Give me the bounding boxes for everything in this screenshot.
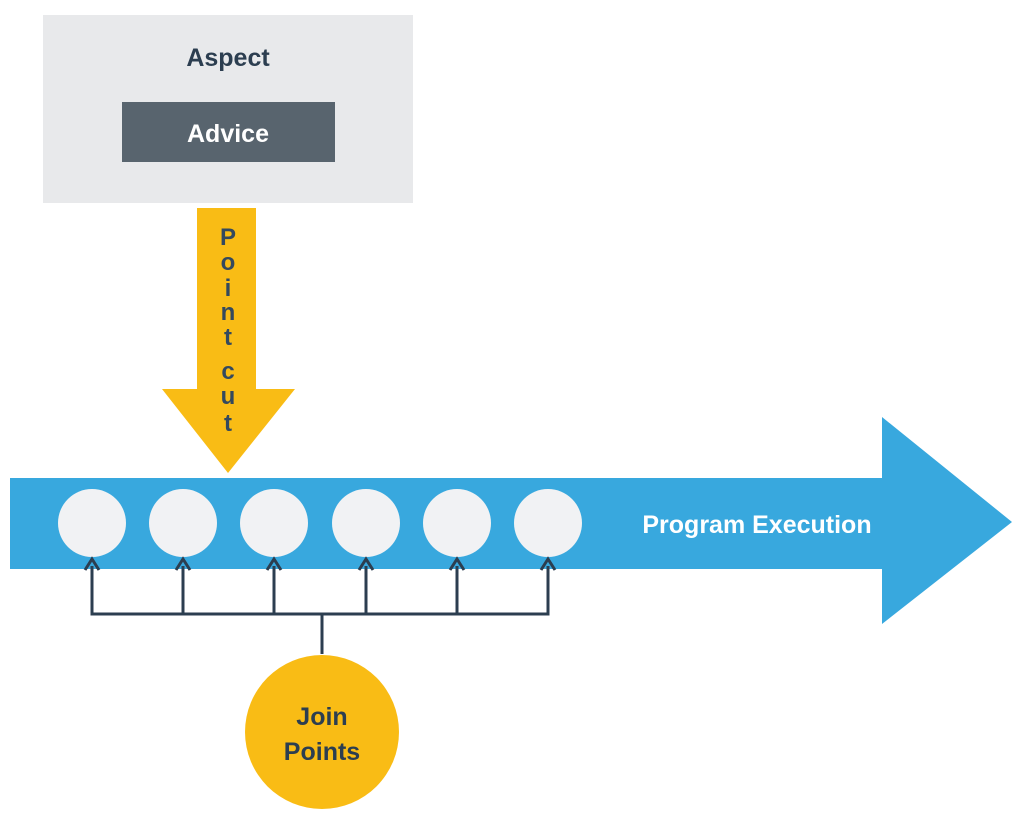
connector-arrowhead-icon [83,556,101,571]
join-points-node: Join Points [245,655,399,809]
pointcut-letter: t [224,410,232,437]
join-points-label-line1: Join [296,703,347,731]
aspect-title: Aspect [186,44,270,72]
join-point-connectors [83,556,557,654]
pointcut-letter: o [221,249,236,276]
connector-arrowhead-icon [357,556,375,571]
pointcut-letter: P [220,224,236,251]
advice-label: Advice [187,120,269,148]
pointcut-arrow-shape [162,208,295,473]
advice-box: Advice [122,102,335,162]
connector-arrowhead-icon [174,556,192,571]
connector-arrowhead-icon [265,556,283,571]
join-point-circles [58,489,582,557]
pointcut-letter: t [224,324,232,351]
execution-label: Program Execution [642,511,871,539]
join-point-circle [149,489,217,557]
pointcut-letter: u [221,383,236,410]
join-point-circle [240,489,308,557]
connector-arrowhead-icon [448,556,466,571]
join-point-circle [514,489,582,557]
join-point-circle [423,489,491,557]
aspect-box: Aspect Advice [43,15,413,203]
advice-box-bg [122,102,335,162]
pointcut-letter: n [221,299,236,326]
program-execution-arrow: Program Execution [10,417,1012,624]
pointcut-letter: c [221,358,234,385]
join-point-circle [58,489,126,557]
join-points-circle [245,655,399,809]
connector-arrowhead-icon [539,556,557,571]
join-points-label-line2: Points [284,738,360,766]
pointcut-letter: i [225,275,232,302]
execution-arrow-shape [10,417,1012,624]
join-point-circle [332,489,400,557]
